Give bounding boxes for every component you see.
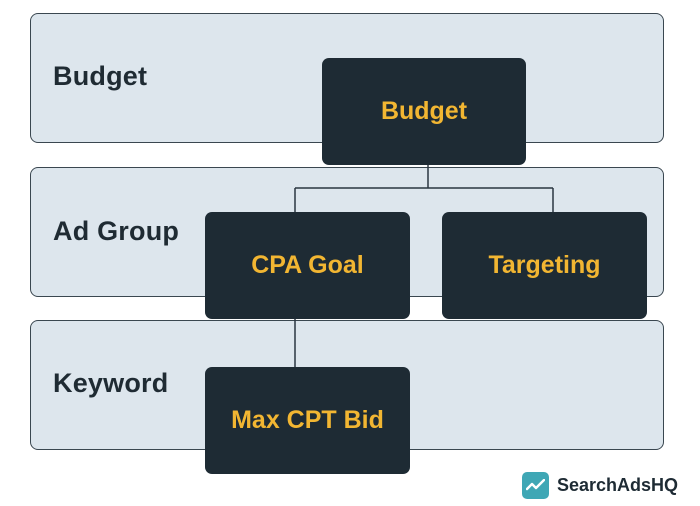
brand-name: SearchAdsHQ xyxy=(557,475,679,495)
level-label-keyword: Keyword xyxy=(53,368,169,398)
brand-logo: SearchAdsHQ xyxy=(522,472,678,499)
level-label-ad-group: Ad Group xyxy=(53,216,180,246)
node-budget-label: Budget xyxy=(380,97,468,125)
node-max-cpt-bid-label: Max CPT Bid xyxy=(231,406,384,434)
node-targeting-label: Targeting xyxy=(488,251,601,279)
chart-line-icon xyxy=(522,472,549,499)
node-targeting: Targeting xyxy=(442,212,647,319)
node-cpa-goal-label: CPA Goal xyxy=(251,251,364,279)
node-max-cpt-bid: Max CPT Bid xyxy=(205,367,410,474)
node-cpa-goal: CPA Goal xyxy=(205,212,410,319)
node-budget: Budget xyxy=(322,58,526,165)
level-label-budget: Budget xyxy=(53,61,148,91)
